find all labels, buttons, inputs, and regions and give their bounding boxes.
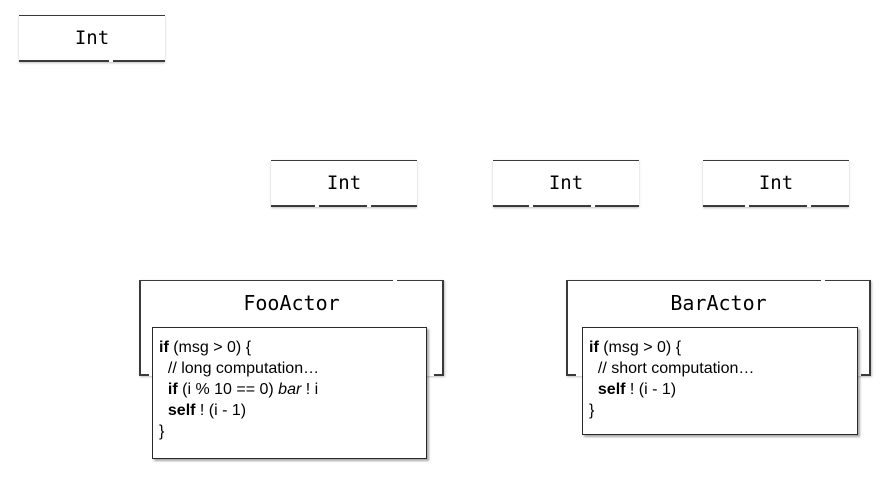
code-line: if (i % 10 == 0) bar ! i [159,379,426,400]
message-label: Int [326,172,362,194]
code-line: // short computation… [589,358,857,379]
code-text: (msg > 0) { [168,339,252,356]
code-line: } [589,400,857,421]
code-line: self ! (i - 1) [589,379,857,400]
code-text: ! i [301,381,319,398]
bar-actor-left-stub [566,374,576,376]
code-keyword: if [159,339,169,356]
message-label: Int [758,172,794,194]
connector-gap [315,205,319,207]
connector-gap [745,205,749,207]
code-line: } [159,421,426,442]
code-identifier: bar [278,381,302,398]
message-label: Int [548,172,584,194]
code-keyword: if [167,381,178,398]
connector-gap [393,280,397,282]
code-text [589,381,598,398]
connector-gap [367,205,371,207]
code-line: if (msg > 0) { [589,337,857,358]
message-box-bar-self: Int [703,160,849,207]
code-text: } [589,402,595,419]
foo-actor-name: FooActor [243,291,340,315]
message-label: Int [74,27,110,49]
message-box-bar-input: Int [493,160,639,207]
code-text: // short computation… [589,360,755,377]
code-text: // long computation… [159,360,320,377]
foo-actor-code-box: if (msg > 0) { // long computation… if (… [152,327,427,459]
bar-actor-code-box: if (msg > 0) { // short computation… sel… [582,327,858,435]
foo-actor-right-stub [434,374,444,376]
code-line: self ! (i - 1) [159,400,426,421]
code-text: ! (i - 1) [195,402,247,419]
code-keyword: if [589,339,599,356]
message-box-top: Int [19,15,165,62]
bar-actor-right-stub [861,374,871,376]
connector-gap [109,60,113,62]
bar-actor-name: BarActor [670,291,767,315]
code-line: // long computation… [159,358,426,379]
code-keyword: self [167,402,196,419]
connector-gap [821,280,825,282]
code-text: ! (i - 1) [625,381,677,398]
code-text: (i % 10 == 0) [177,381,279,398]
connector-gap [807,205,811,207]
connector-gap [529,205,533,207]
code-text: (msg > 0) { [598,339,682,356]
message-box-foo-input: Int [271,160,417,207]
code-keyword: self [597,381,626,398]
code-text [159,381,168,398]
code-line: if (msg > 0) { [159,337,426,358]
code-text: } [159,423,165,440]
connector-gap [591,205,595,207]
code-text [159,402,168,419]
foo-actor-left-stub [139,374,149,376]
